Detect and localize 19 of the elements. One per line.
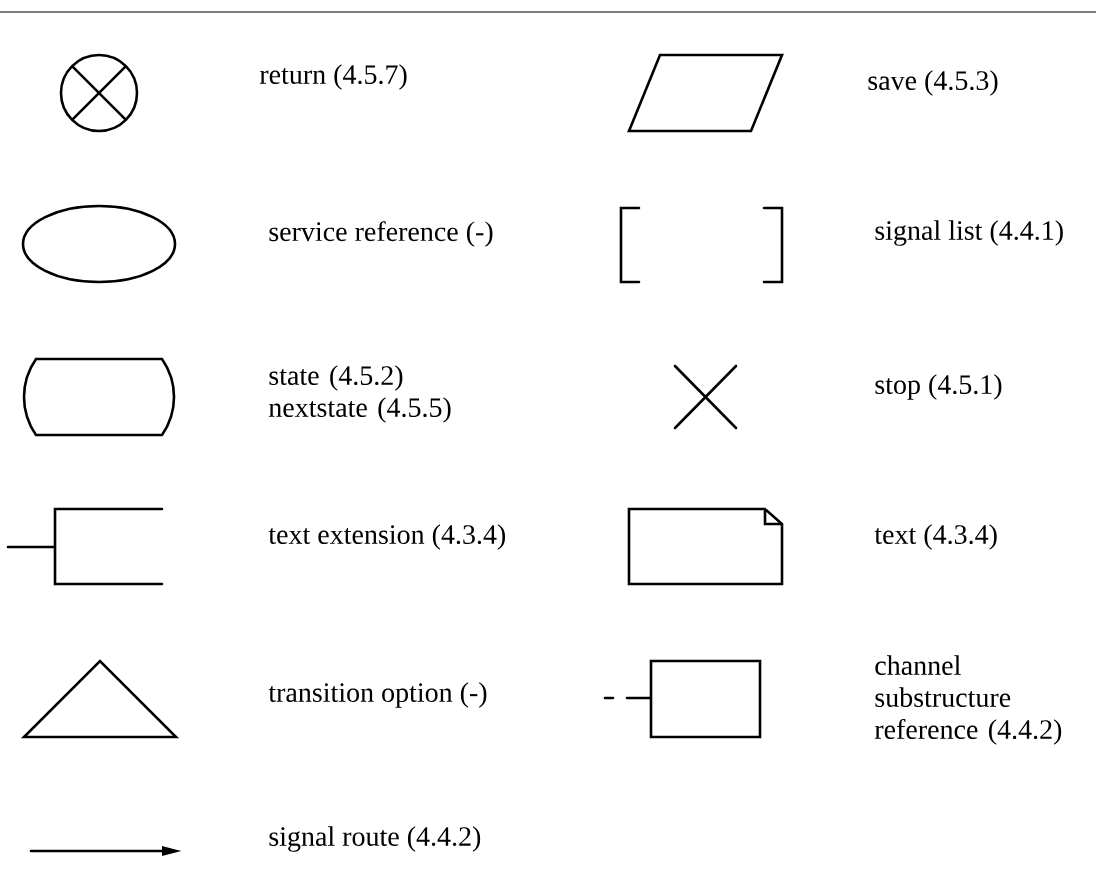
symbol-label: save (4.5.3) bbox=[868, 70, 998, 96]
dashed-lead-box-symbol bbox=[603, 659, 762, 739]
ellipse-symbol bbox=[21, 204, 177, 284]
cross-symbol bbox=[673, 364, 738, 430]
symbol-label: stop (4.5.1) bbox=[875, 374, 1002, 400]
open-bracket-symbol bbox=[6, 507, 164, 586]
bulged-box-symbol bbox=[22, 357, 176, 437]
bracket-pair-symbol bbox=[619, 206, 784, 284]
symbol-label: return (4.5.7) bbox=[259, 64, 407, 90]
folded-corner-box-symbol bbox=[627, 507, 784, 586]
symbol-label: state (4.5.2) nextstate (4.5.5) bbox=[268, 365, 451, 423]
symbol-label: transition option (-) bbox=[268, 682, 487, 708]
legend-label: signal route (4.4.2) bbox=[269, 826, 481, 852]
symbol-label: service reference (-) bbox=[269, 221, 493, 247]
symbol-label: signal list (4.4.1) bbox=[875, 220, 1063, 246]
symbol-label: text extension (4.3.4) bbox=[268, 524, 506, 550]
symbol-label: channel substructure reference (4.4.2) bbox=[874, 655, 1062, 745]
parallelogram-symbol bbox=[627, 53, 784, 133]
symbol-label: text (4.3.4) bbox=[874, 524, 997, 550]
